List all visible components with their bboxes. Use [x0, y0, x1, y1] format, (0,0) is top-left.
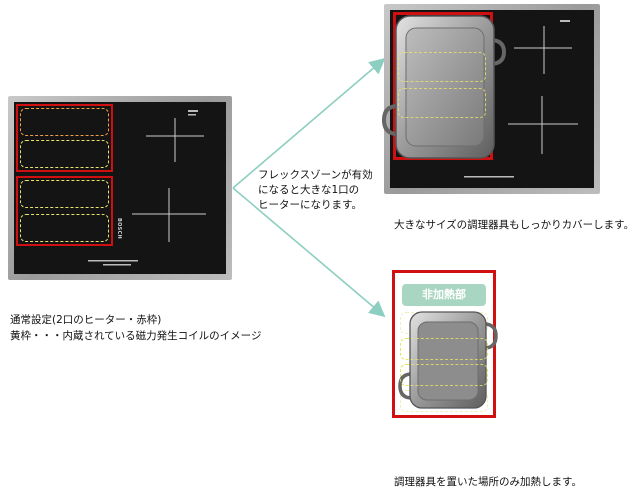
coil-overlay-large-1	[398, 52, 486, 82]
coil-outline-2	[20, 140, 109, 168]
coil-outline-1	[20, 108, 109, 136]
normal-setting-description: 黄枠・・・内蔵されている磁力発生コイルのイメージ	[10, 330, 262, 342]
non-heating-label: 非加熱部	[402, 284, 486, 306]
burner-crosses-left	[88, 110, 206, 266]
arrow-caption-line-3: ヒーターになります。	[258, 199, 362, 211]
coil-overlay-large-2	[398, 88, 486, 118]
burner-crosses-right	[464, 20, 578, 178]
roasting-pan-small	[398, 311, 498, 409]
cooktop-normal	[8, 96, 232, 280]
normal-setting-title: 通常設定(2口のヒーター・赤枠)	[10, 314, 162, 326]
coil-outline-4	[20, 214, 109, 242]
flexzone-red-frame-top	[16, 104, 113, 172]
heating-only-caption: 調理器具を置いた場所のみ加熱します。	[394, 476, 582, 488]
roasting-pan-large	[381, 15, 507, 159]
flexzone-red-frame-bottom	[16, 176, 113, 246]
arrow-caption-line-1: フレックスゾーンが有効	[258, 169, 373, 181]
large-cookware-caption: 大きなサイズの調理器具もしっかりカバーします。	[394, 219, 635, 231]
coil-overlay-small-2	[400, 364, 488, 386]
coil-overlay-small-1	[400, 338, 488, 360]
coil-outline-3	[20, 180, 109, 208]
arrow-caption-line-2: になると大きな1口の	[258, 184, 360, 196]
